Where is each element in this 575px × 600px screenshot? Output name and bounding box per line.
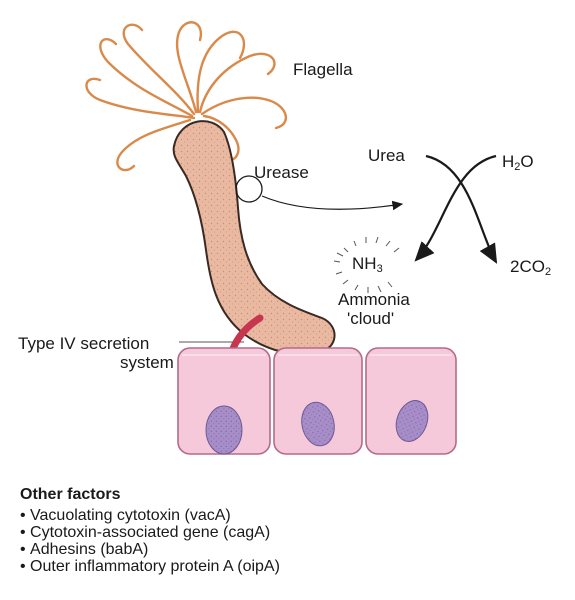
secretion-label-line1: Type IV secretion (18, 334, 149, 354)
flagella-label: Flagella (293, 60, 353, 80)
other-factors-title: Other factors (20, 486, 120, 504)
ammonia-formula-label: NH3 (352, 254, 383, 274)
secretion-label-line2: system (120, 353, 174, 373)
other-factors-item: Cytotoxin-associated gene (cagA) (20, 524, 280, 541)
other-factors-item: Adhesins (babA) (20, 541, 280, 558)
urease-arrow (262, 196, 402, 209)
ammonia-caption-line1: Ammonia (338, 290, 410, 310)
urease-label: Urease (254, 163, 309, 183)
epithelial-cells (178, 348, 456, 454)
other-factors-item: Outer inflammatory protein A (oipA) (20, 558, 280, 575)
cell-nucleus (206, 406, 242, 454)
reaction-arrow-urea (426, 156, 496, 262)
other-factors-list: Vacuolating cytotoxin (vacA) Cytotoxin-a… (20, 507, 280, 575)
other-factors-item: Vacuolating cytotoxin (vacA) (20, 507, 280, 524)
urea-label: Urea (368, 146, 405, 166)
reaction-arrow-water (416, 156, 496, 260)
carbon-dioxide-label: 2CO2 (510, 257, 551, 277)
water-label: H2O (502, 152, 534, 172)
flagellum (200, 54, 274, 112)
ammonia-caption-line2: 'cloud' (347, 309, 394, 329)
flagellum (86, 79, 194, 118)
